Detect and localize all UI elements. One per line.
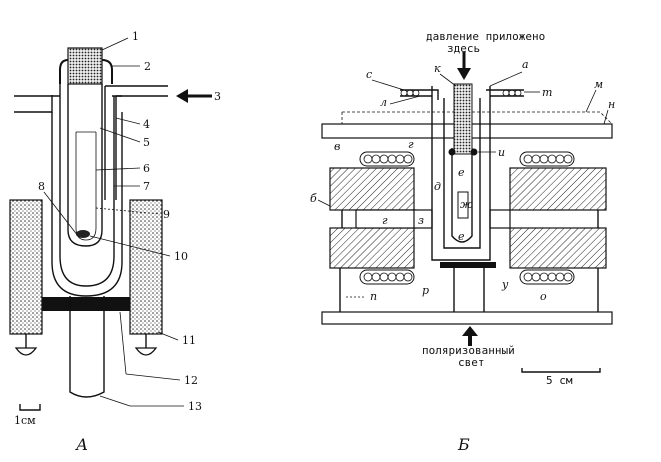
- callout-5: 5: [143, 136, 150, 149]
- coil-bottom-left: [359, 269, 415, 285]
- label-d: д: [434, 180, 441, 193]
- bottom-caption-line2: свет: [458, 356, 485, 369]
- label-p: п: [370, 290, 377, 303]
- callout-4: 4: [143, 118, 150, 131]
- label-e-upper: е: [458, 166, 465, 179]
- dewar-inner: [59, 84, 115, 287]
- coil-top-left: [359, 151, 415, 167]
- sample-zh: [457, 191, 469, 219]
- top-caption-line2: здесь: [447, 42, 480, 55]
- label-g-upper: г: [408, 138, 414, 151]
- label-e-lower: е: [458, 230, 465, 243]
- magnet-block-rl: [509, 227, 607, 269]
- pole-bridge: [42, 297, 130, 311]
- adjust-screws: [14, 334, 158, 356]
- cryostat-inner: [443, 98, 481, 249]
- label-n: н: [608, 98, 615, 111]
- panel-b-title: Б: [457, 435, 470, 454]
- cryostat-outer: [431, 86, 491, 261]
- label-m: м: [594, 78, 603, 91]
- sample-tube: [67, 84, 103, 247]
- dewar-outer: [51, 112, 123, 297]
- label-u: у: [501, 278, 509, 291]
- dewar-neck: [59, 59, 113, 84]
- callout-6: 6: [143, 162, 150, 175]
- label-o: о: [540, 290, 547, 303]
- panel-a-title: А: [75, 435, 88, 454]
- panel-b-callout-lines: [317, 71, 609, 298]
- label-t: т: [542, 86, 552, 99]
- stopper-plug: [67, 47, 103, 85]
- label-g-lower: г: [382, 214, 388, 227]
- push-rod: [453, 83, 473, 155]
- callout-9: 9: [163, 208, 170, 221]
- sample-tube-inner: [75, 132, 97, 241]
- label-i: и: [498, 146, 505, 159]
- panel-b-scale-label: 5 см: [546, 374, 573, 387]
- callout-11: 11: [182, 334, 196, 347]
- coil-small-left: [400, 89, 420, 97]
- magnet-block-ru: [509, 167, 607, 211]
- support-plate: [440, 262, 496, 268]
- coil-top-right: [519, 151, 575, 167]
- callout-2: 2: [144, 60, 151, 73]
- panel-a-scale-bar: [19, 404, 41, 411]
- magnet-block-ll: [329, 227, 415, 269]
- coil-small-right: [502, 89, 522, 97]
- magnet-left: [9, 199, 43, 335]
- label-s: с: [366, 68, 372, 81]
- pole-piece-right: [489, 209, 511, 229]
- label-b: б: [310, 192, 317, 205]
- label-a: а: [522, 58, 529, 71]
- label-z: з: [418, 214, 424, 227]
- callout-10: 10: [174, 250, 188, 263]
- bottom-caption-line1: поляризованный: [422, 344, 515, 357]
- callout-7: 7: [143, 180, 150, 193]
- bottom-plate-b: [321, 311, 613, 325]
- label-zh: ж: [460, 198, 473, 211]
- magnet-block-lu: [329, 167, 415, 211]
- callout-1: 1: [132, 30, 139, 43]
- callout-8: 8: [38, 180, 45, 193]
- callout-3: 3: [214, 90, 221, 103]
- sample-well: [451, 148, 473, 243]
- panel-b-diagram: [317, 52, 613, 373]
- panel-b-scale-bar: [521, 368, 601, 373]
- panel-a-callout-lines: [43, 37, 184, 407]
- label-l: л: [380, 96, 387, 109]
- coil-bottom-right: [519, 269, 575, 285]
- magnet-right: [129, 199, 163, 335]
- legs: [339, 210, 599, 312]
- callout-12: 12: [184, 374, 198, 387]
- panel-a-scale-label: 1см: [14, 414, 36, 427]
- support-rod: [69, 296, 105, 398]
- label-k: к: [434, 62, 441, 75]
- gas-line-right: [486, 89, 524, 97]
- label-r: р: [422, 284, 429, 297]
- panel-a-diagram: [9, 37, 212, 411]
- sample-crystal: [76, 230, 90, 238]
- callout-13: 13: [188, 400, 202, 413]
- top-caption-line1: давление приложено: [426, 30, 545, 43]
- inlet-tube: [104, 85, 168, 200]
- label-v: в: [334, 140, 340, 153]
